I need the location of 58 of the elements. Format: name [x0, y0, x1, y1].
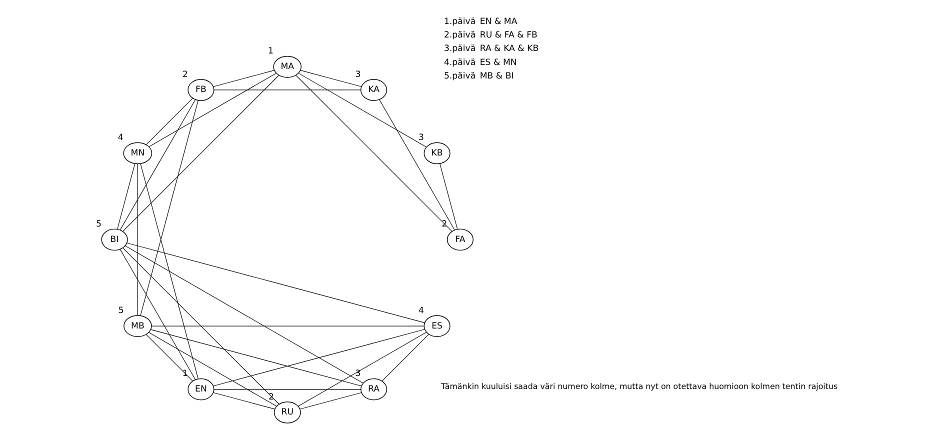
connector	[126, 242, 425, 323]
node-ellipse: ES	[424, 315, 450, 337]
node-label: 4	[118, 133, 124, 144]
connector	[298, 332, 427, 407]
node-ellipse: KA	[360, 79, 388, 101]
connector	[120, 99, 196, 230]
node-ellipse: EN	[188, 378, 214, 400]
node-label: 5	[118, 306, 124, 316]
connector	[120, 249, 196, 380]
node-label: 5	[96, 220, 102, 230]
label: EN & MA	[480, 16, 518, 27]
label: MB & BI	[480, 71, 514, 82]
label: ES & MN	[480, 58, 517, 68]
node-ellipse: KB	[424, 142, 450, 164]
node-ellipse: MB	[124, 315, 152, 337]
connector	[146, 98, 193, 145]
node-ellipse: RU	[274, 402, 301, 424]
node-ellipse: MA	[273, 56, 302, 78]
connector	[150, 329, 362, 386]
connector	[213, 70, 274, 87]
node-label: 1	[268, 46, 274, 57]
node-label: 2	[182, 70, 188, 80]
connector	[213, 392, 276, 410]
connector	[382, 334, 430, 382]
connector	[137, 164, 138, 316]
node-ellipse: MN	[123, 142, 152, 164]
connector	[117, 164, 136, 230]
connector	[300, 70, 362, 87]
label: RA & KA & KB	[480, 44, 539, 54]
node-ellipse: RA	[360, 378, 388, 400]
node-ellipse: FA	[446, 228, 474, 251]
node-label: 4	[418, 306, 424, 316]
label: 2.päivä	[444, 30, 476, 41]
connector	[140, 164, 198, 380]
connector	[146, 334, 193, 382]
connector	[214, 389, 361, 390]
connector	[125, 246, 364, 384]
node-label: 3	[418, 133, 424, 144]
connector	[379, 99, 455, 230]
node-label: 3	[355, 70, 361, 80]
connector	[440, 164, 458, 230]
node-label: 3	[355, 369, 361, 380]
label: 1.päivä	[444, 16, 476, 27]
label: 3.päivä	[444, 44, 476, 54]
node-ellipse: FB	[188, 79, 214, 101]
label: 4.päivä	[444, 58, 476, 68]
connector	[122, 248, 280, 404]
connector	[148, 72, 277, 147]
label: 5.päivä	[444, 71, 476, 82]
connector	[148, 332, 277, 407]
connector	[213, 329, 425, 386]
node-ellipse: BI	[101, 228, 128, 251]
connector	[122, 74, 280, 232]
label: RU & FA & FB	[480, 30, 538, 41]
connector	[298, 72, 427, 148]
connector	[296, 74, 452, 232]
connector	[300, 392, 362, 410]
connector	[140, 100, 198, 316]
